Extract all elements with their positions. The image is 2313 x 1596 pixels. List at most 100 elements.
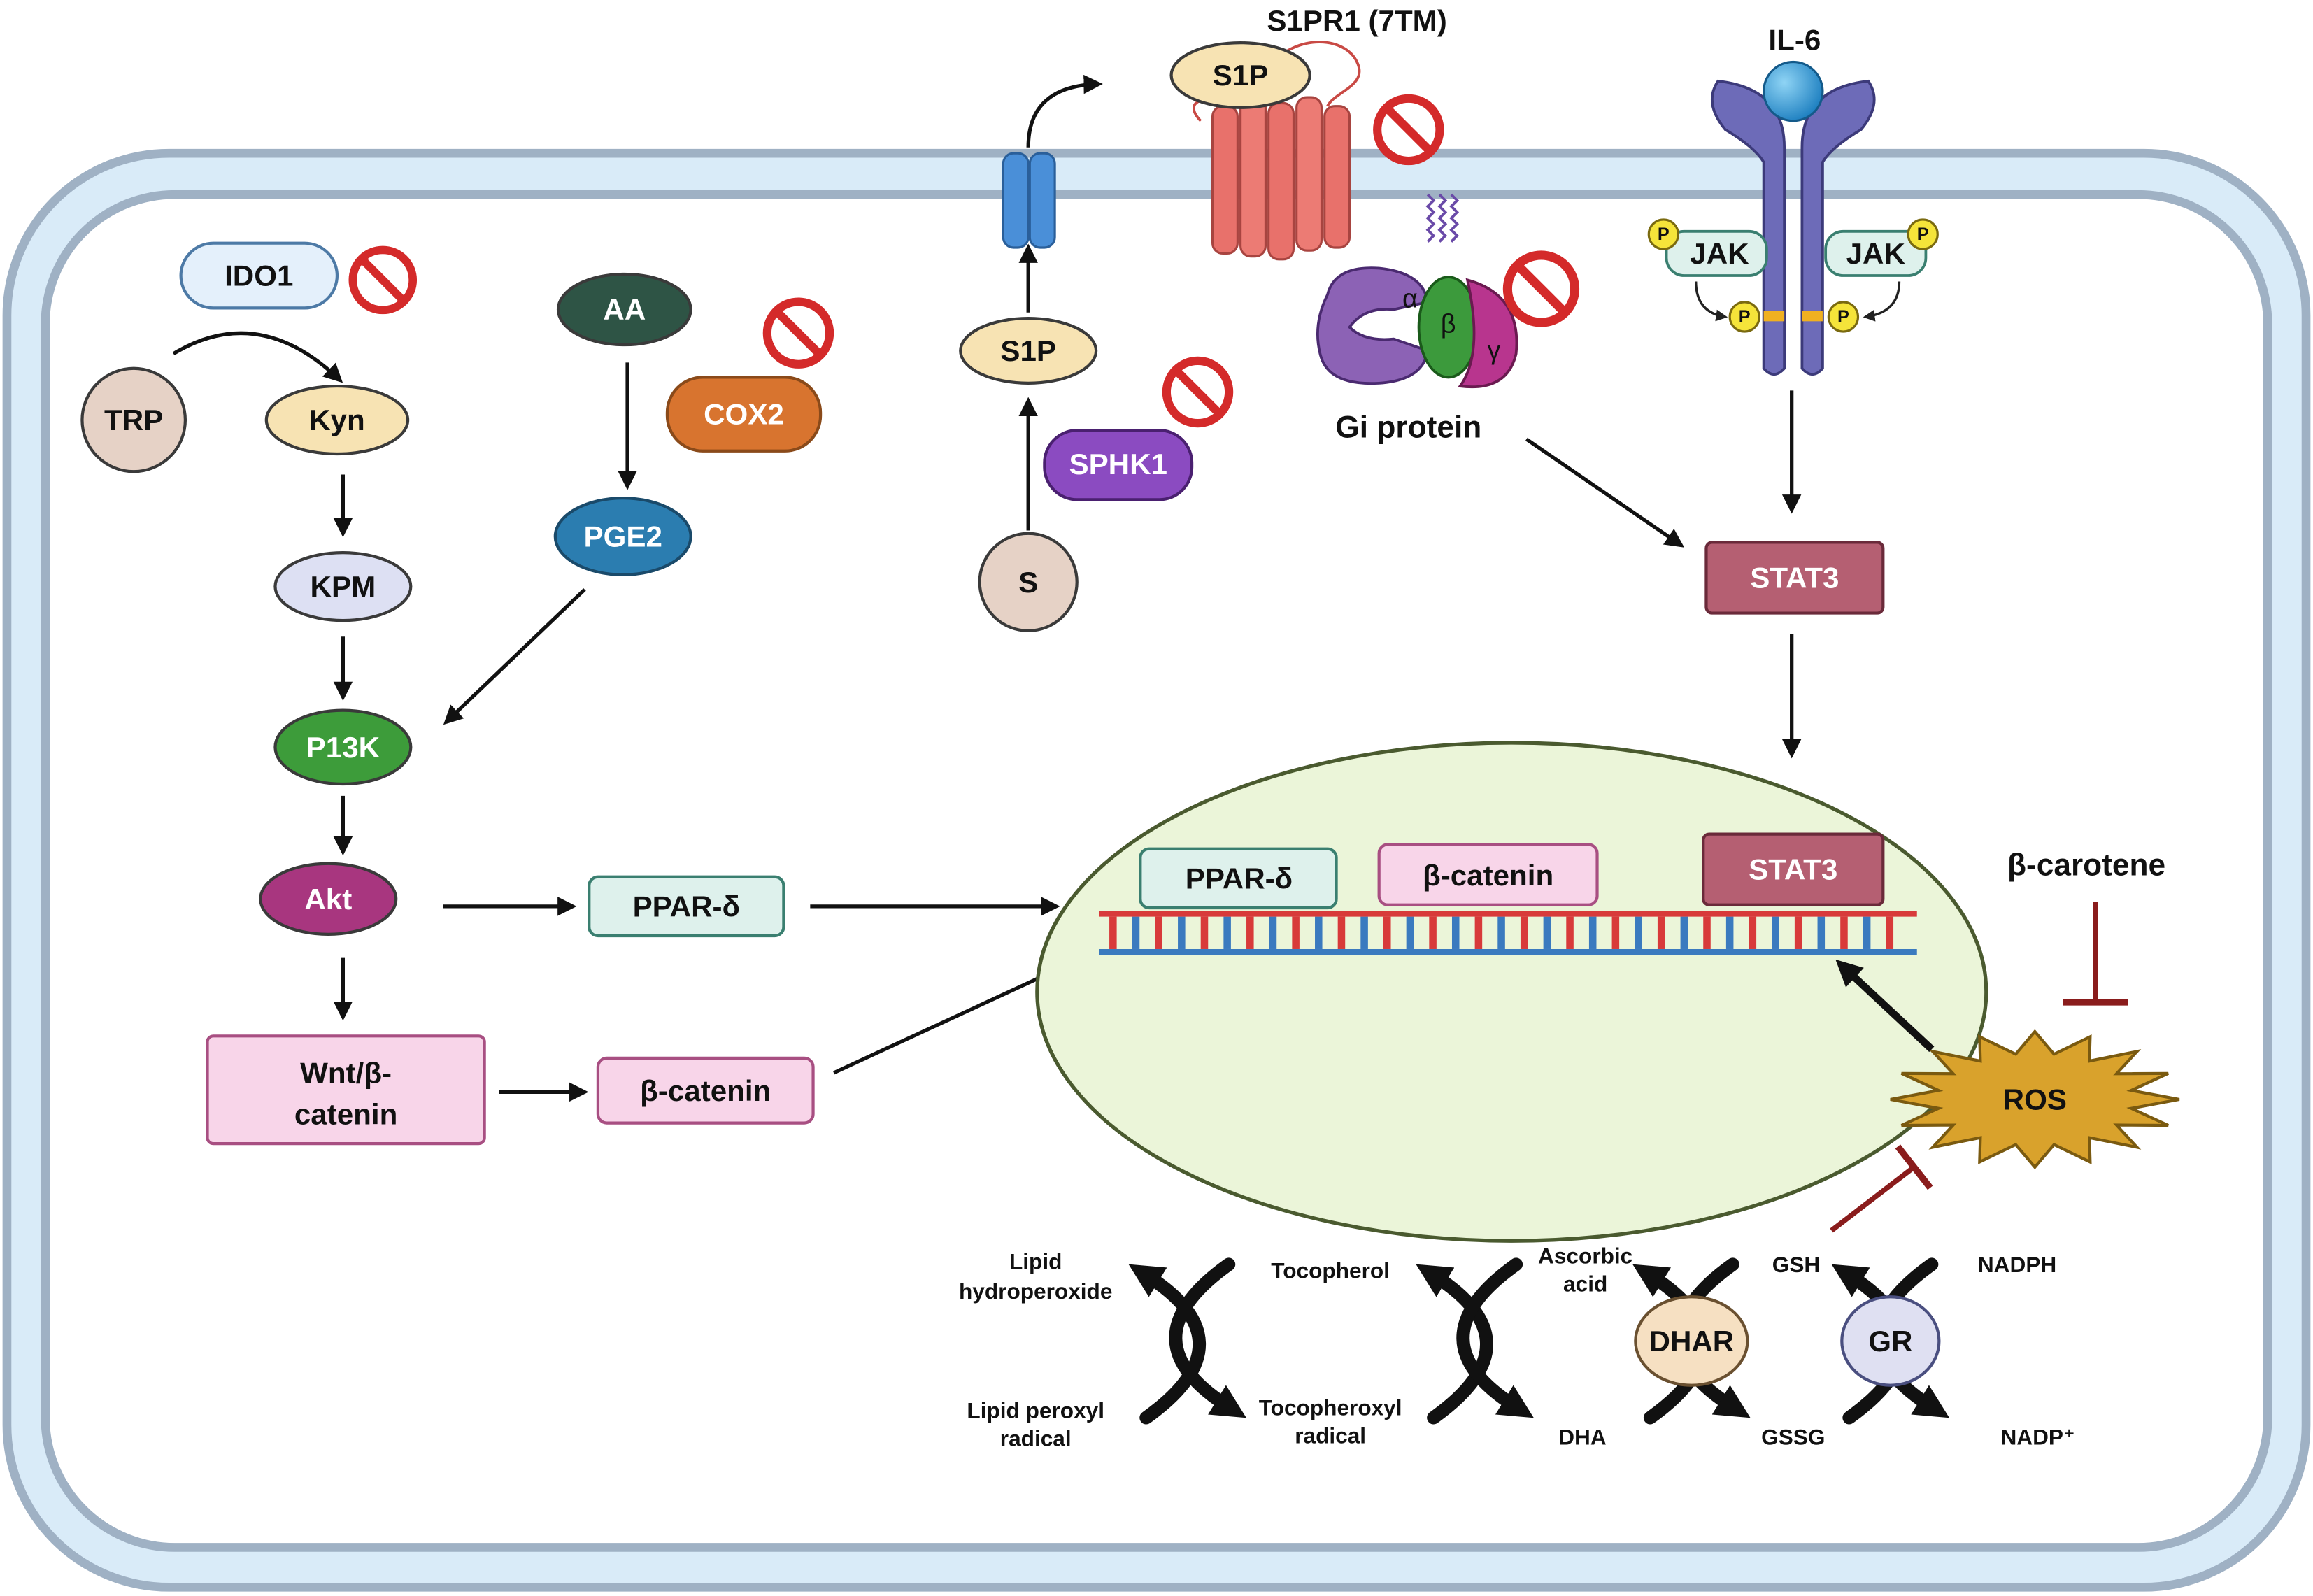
p13k-node: P13K [273,708,413,786]
phospho-site-left [1763,311,1785,322]
gi-gamma-subunit [1458,278,1518,388]
jak-right: JAK [1824,229,1928,277]
s1pr1-title: S1PR1 (7TM) [1267,4,1446,37]
p13k-label: P13K [306,731,380,764]
phosphate-jak-left: P [1647,218,1679,250]
s1p-node: S1P [959,317,1098,385]
dna-rung [1703,916,1711,949]
beta-catenin-node: β-catenin [596,1056,815,1125]
s1p-ligand: S1P [1169,41,1311,109]
ido1-node: IDO1 [179,241,339,310]
dna-rung [1246,916,1254,949]
oxidative-stress: β-carotene ROS [1830,848,2180,1233]
arrow-channel-to-s1pr1 [1026,74,1103,148]
pge2-label: PGE2 [584,520,662,553]
aa-node: AA [556,272,692,347]
helix [1323,105,1351,249]
ascorbic-acid-line2: acid [1563,1271,1607,1296]
il6-ligand-ball [1763,60,1824,122]
s1p-ligand-shape [1169,41,1311,109]
sphk1-label: SPHK1 [1069,448,1167,480]
channel-right-half [1028,152,1056,249]
sphk1-node: SPHK1 [1043,429,1194,501]
dna-rung [1269,916,1277,949]
s-label: S [1018,566,1038,599]
arrow-jak-right-phosphorylation [1863,281,1901,322]
gssg-label: GSSG [1761,1424,1825,1449]
beta-catenin-nucleus-node: β-catenin [1377,843,1599,906]
ido1-label: IDO1 [225,259,293,292]
dna-rung [1383,916,1391,949]
tocopheroxyl-radical-line2: radical [1295,1423,1366,1448]
beta-catenin-shape [596,1056,815,1125]
ido1-shape [179,241,339,310]
phosphate-jak-right: P [1907,218,1939,250]
phosphate-label: P [1917,225,1929,244]
arrow-gi-to-stat3 [1525,437,1685,548]
arrow-trp-to-kyn [172,331,343,383]
stat3-cytoplasm-node: STAT3 [1704,541,1885,615]
phospho-site-right [1802,311,1823,322]
arrow-jak-left-phosphorylation [1695,281,1728,322]
dna-rung [1772,916,1779,949]
antioxidant-cycle: Lipid hydroperoxide Lipid peroxyl radica… [959,1243,2075,1451]
redox-cross-lipid-tocopherol [1128,1257,1246,1425]
gi-alpha-label: α [1402,285,1418,314]
il6-title: IL-6 [1768,23,1821,56]
akt-pathway: P13K Akt Wnt/β- catenin β-catenin PPAR-δ [206,708,1093,1146]
p13k-shape [273,708,413,786]
ros-label: ROS [2003,1083,2067,1116]
stat3-nucleus-label: STAT3 [1749,853,1837,886]
inhibit-line-antioxidants [1830,1164,1916,1233]
curved-arrow-to-lipid-hydroperoxide [1128,1264,1207,1425]
tocopherol-label: Tocopherol [1271,1257,1390,1283]
ppar-node: PPAR-δ [588,875,785,938]
dna-rung [1611,916,1620,949]
ros-starburst [1890,1029,2180,1170]
jak-left: JAK [1665,229,1768,277]
gi-beta-label: β [1441,310,1456,339]
stat3-nucleus-node: STAT3 [1702,832,1885,906]
inhibition-sign-s1pr1 [1377,99,1439,161]
dna-rung [1292,916,1300,949]
phosphate-shape [1827,301,1860,333]
dna-rungs [1109,916,1894,949]
dha-label: DHA [1558,1424,1606,1449]
s1p-label: S1P [1000,334,1056,367]
beta-catenin-label: β-catenin [640,1074,771,1107]
jak-left-label: JAK [1690,237,1749,270]
inhibition-sign-cox2 [767,302,830,364]
dhar-shape [1634,1295,1749,1387]
wnt-shape [206,1034,486,1146]
trp-node: TRP [80,366,187,473]
nadph-label: NADPH [1978,1252,2056,1277]
lipid-peroxyl-radical-line2: radical [1000,1426,1072,1451]
transmembrane-helices [1211,96,1351,261]
nadp-label: NADP⁺ [2000,1424,2074,1449]
dna-rung [1657,916,1665,949]
dna-rung [1817,916,1826,949]
ppar-nucleus-node: PPAR-δ [1139,847,1338,910]
phosphate-label: P [1837,307,1849,327]
dna-rung [1109,916,1117,949]
cox2-shape [665,376,823,453]
lipid-peroxyl-radical-line1: Lipid peroxyl [967,1398,1104,1423]
dna-rung [1474,916,1483,949]
ppar-nucleus-label: PPAR-δ [1186,862,1293,895]
lipid-hydroperoxide-line2: hydroperoxide [959,1278,1112,1304]
dna-rung [1543,916,1551,949]
prostaglandin-pathway: AA COX2 PGE2 [443,272,830,725]
s-node: S [978,532,1079,632]
phosphate-receptor-right: P [1827,301,1860,333]
phosphate-shape [1647,218,1679,250]
il6-receptor: IL-6 JAK JAK P P P P [1647,23,1939,376]
s-shape [978,532,1079,632]
wnt-label-line1: Wnt/β- [300,1056,392,1089]
dna-rung [1680,916,1688,949]
dna-rung [1200,916,1209,949]
gr-label: GR [1868,1325,1912,1358]
inhibition-sign-ido1 [353,250,413,310]
dna-rung [1635,916,1642,949]
aa-label: AA [603,293,646,326]
